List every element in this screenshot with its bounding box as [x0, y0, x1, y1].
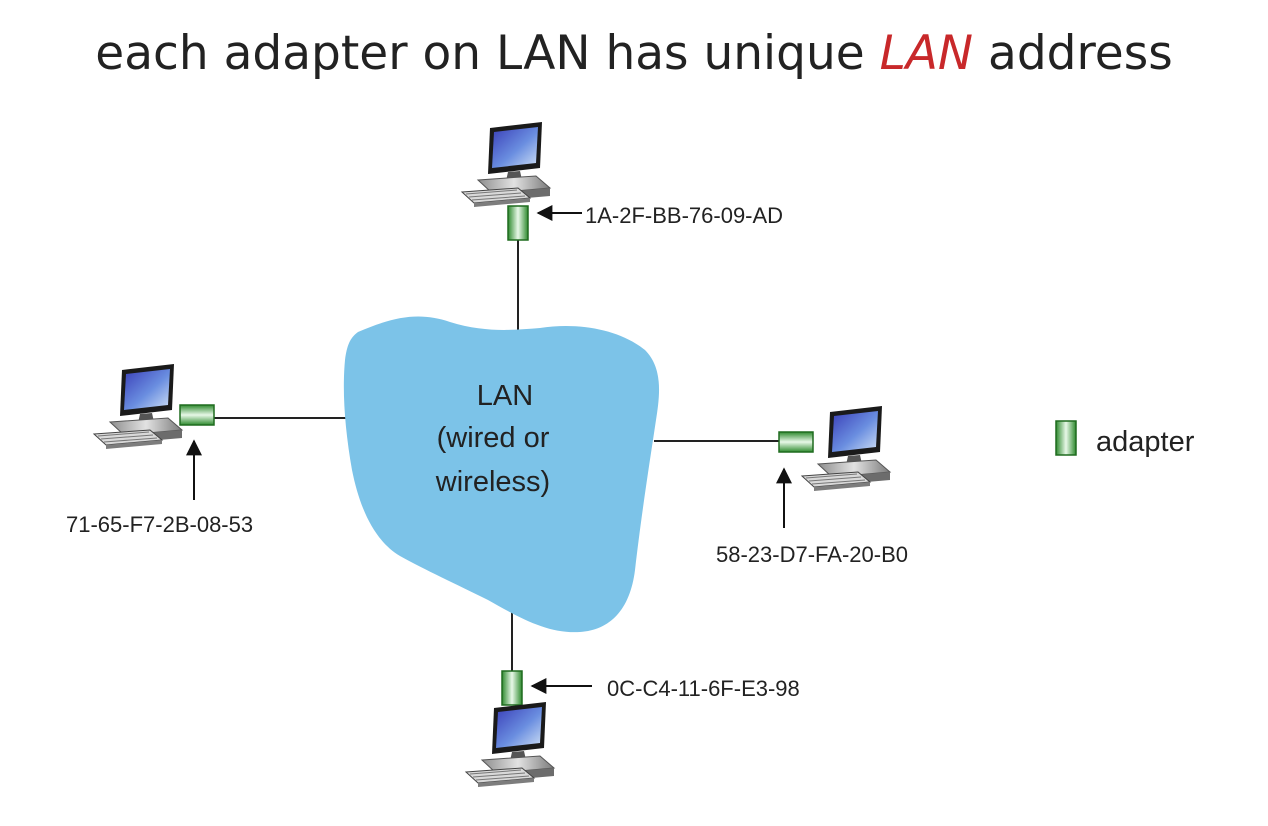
legend-label: adapter [1096, 426, 1195, 458]
cloud-label-line3: wireless) [435, 466, 550, 498]
cloud-label-line2: (wired or [437, 422, 550, 454]
adapter-icon [501, 670, 523, 706]
slide-title: each adapter on LAN has unique LAN addre… [0, 26, 1268, 81]
title-suffix: address [973, 26, 1173, 81]
adapter-icon [1055, 420, 1077, 456]
host-bottom-address: 0C-C4-11-6F-E3-98 [607, 676, 800, 701]
host-right-address: 58-23-D7-FA-20-B0 [716, 542, 908, 567]
desktop-computer-icon [461, 121, 551, 208]
desktop-computer-icon [465, 701, 555, 788]
host-top-address: 1A-2F-BB-76-09-AD [585, 203, 783, 228]
title-prefix: each adapter on LAN has unique [95, 26, 880, 81]
title-accent: LAN [879, 26, 974, 81]
lan-cloud [343, 316, 660, 633]
desktop-computer-icon [801, 405, 891, 492]
adapter-icon [179, 404, 215, 426]
desktop-computer-icon [93, 363, 183, 450]
host-left-address: 71-65-F7-2B-08-53 [66, 512, 253, 537]
adapter-icon [507, 205, 529, 241]
legend: adapter [1055, 420, 1195, 458]
adapter-icon [778, 431, 814, 453]
cloud-label-line1: LAN [477, 380, 533, 412]
